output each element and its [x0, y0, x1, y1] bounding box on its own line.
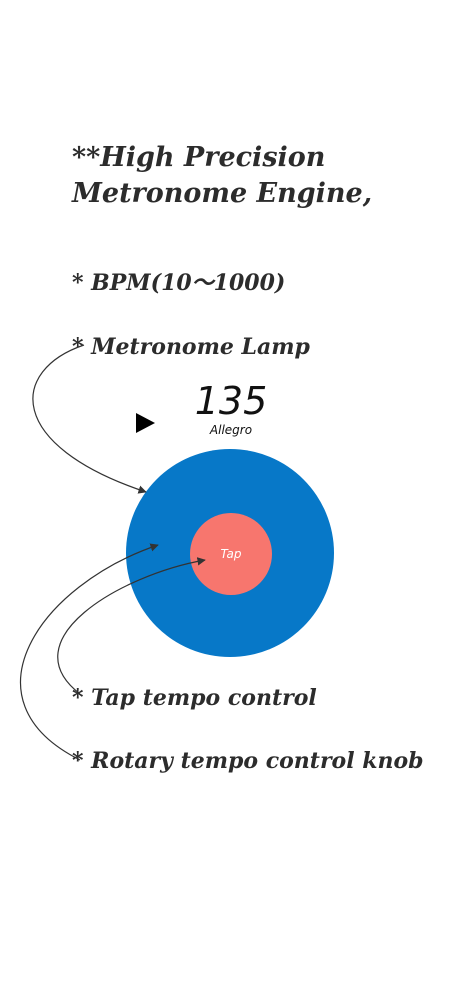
feature-tap-tempo: * Tap tempo control [72, 685, 317, 711]
feature-bpm-range: * BPM(10〜1000) [72, 270, 286, 296]
bpm-display: 135 [194, 379, 268, 423]
feature-metronome-lamp: * Metronome Lamp [72, 334, 310, 360]
play-icon[interactable] [136, 413, 155, 433]
promo-heading: **High Precision Metronome Engine, [72, 142, 373, 209]
tap-button[interactable]: Tap [190, 513, 272, 595]
tempo-marking: Allegro [209, 423, 253, 437]
feature-rotary-knob: * Rotary tempo control knob [72, 748, 424, 774]
tap-button-label: Tap [220, 547, 242, 561]
arrow-lamp [32, 344, 147, 494]
